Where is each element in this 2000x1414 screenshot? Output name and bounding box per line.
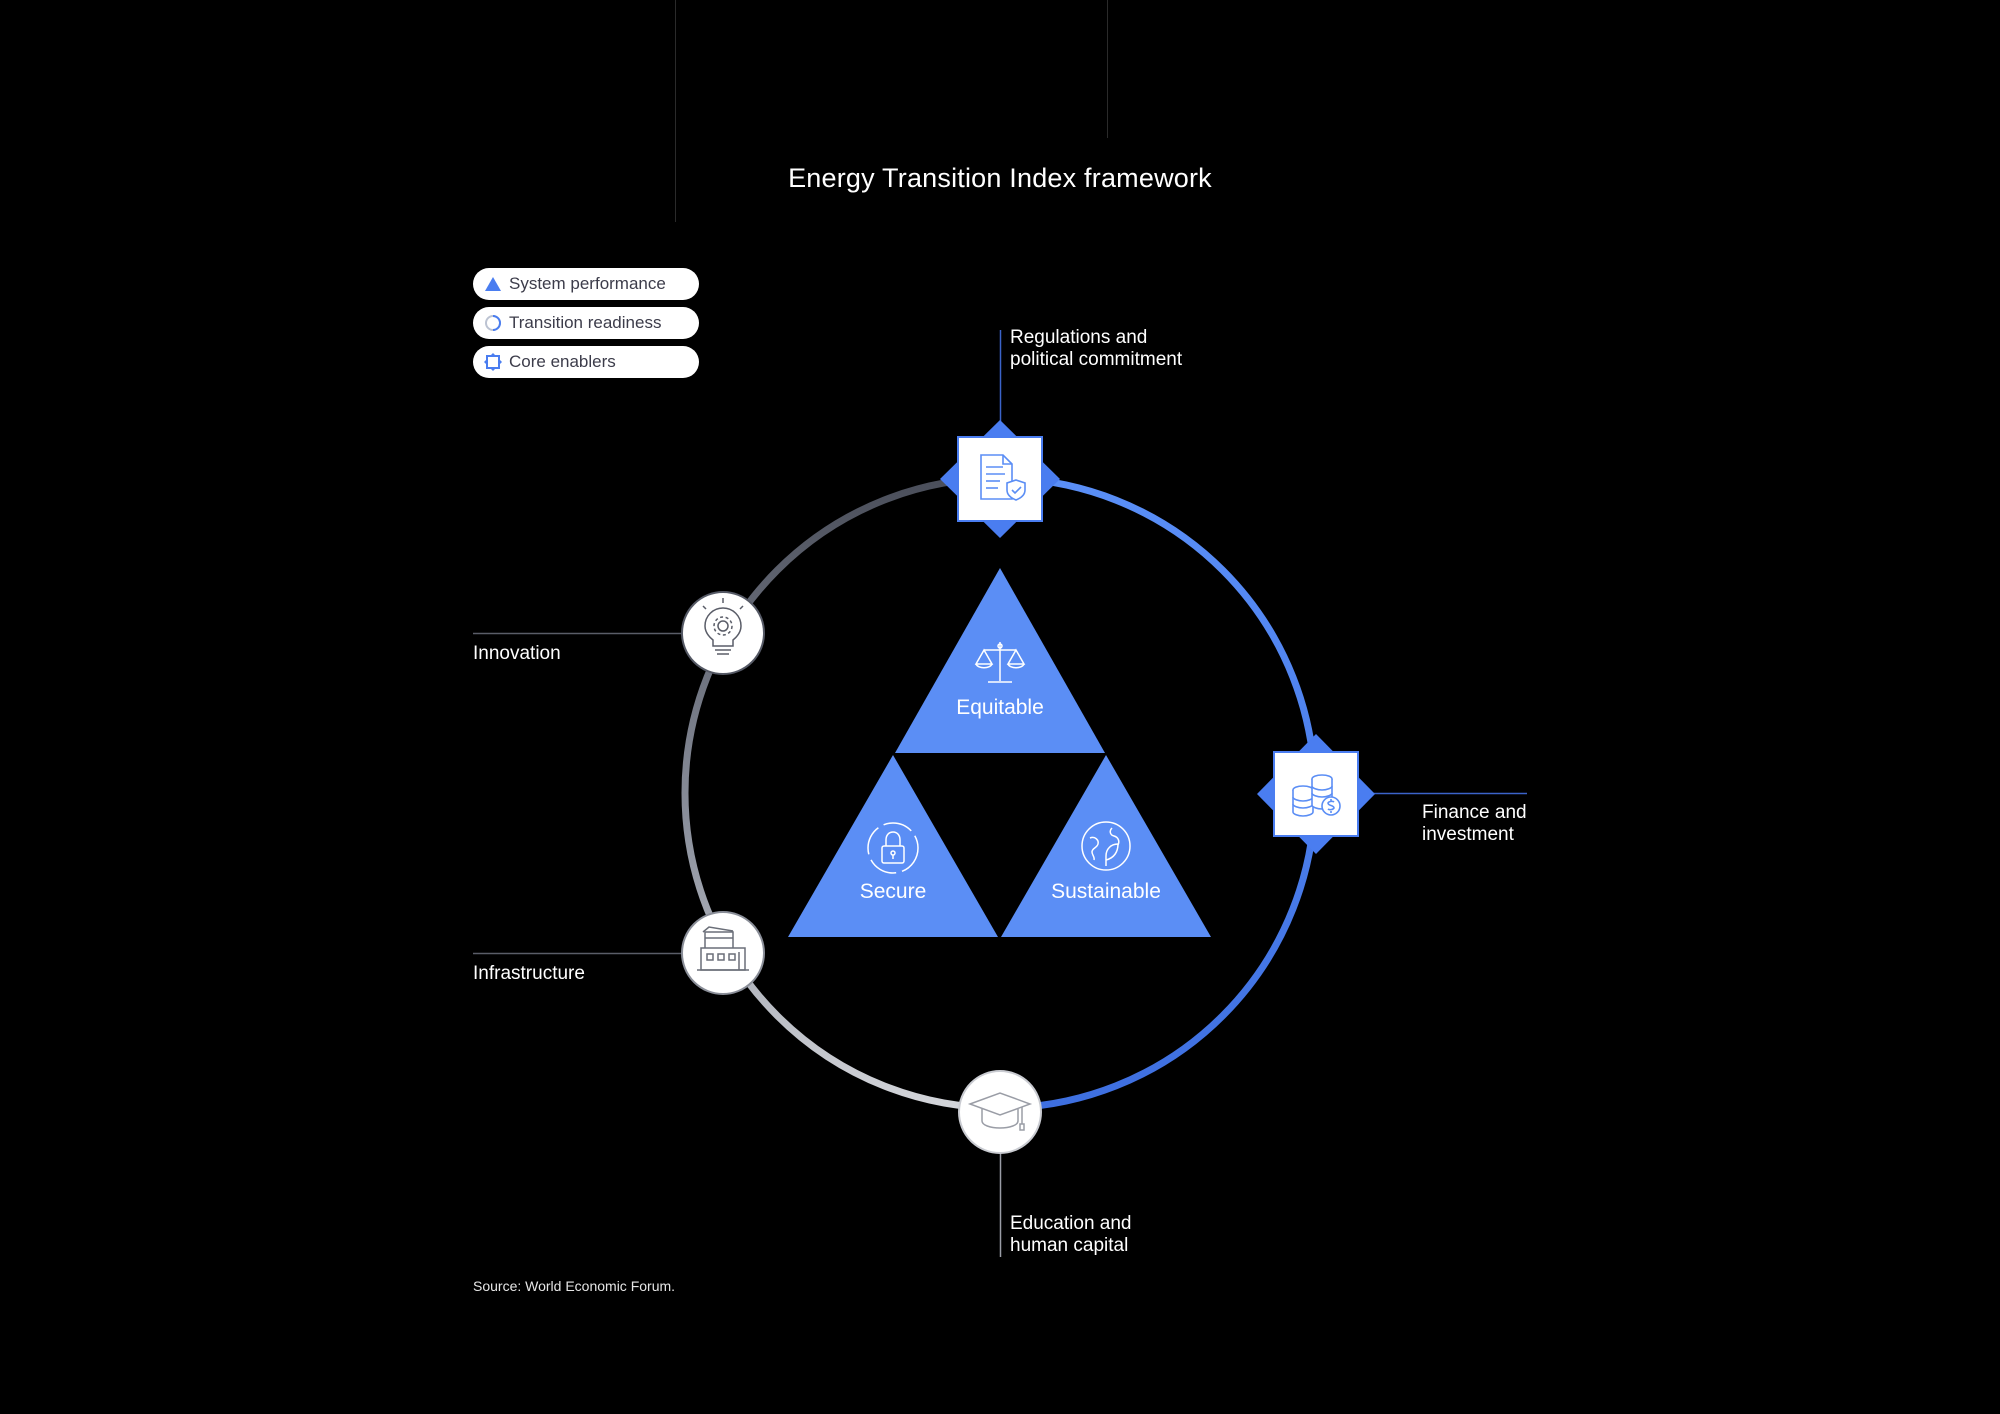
- ring-left-arc: [681, 474, 1001, 1112]
- policy-document-shield-icon: [980, 454, 1026, 501]
- core-enabler-regulations: [940, 420, 1060, 538]
- legend-label: System performance: [509, 274, 666, 293]
- triangle-label: Equitable: [956, 696, 1044, 719]
- source-note: Source: World Economic Forum.: [473, 1278, 676, 1294]
- triangle-label: Sustainable: [1051, 880, 1161, 903]
- triangle-icon: [485, 277, 501, 291]
- legend-item-transition-readiness: Transition readiness: [473, 307, 699, 339]
- legend-item-core-enablers: Core enablers: [473, 346, 699, 378]
- core-enabler-finance: [1257, 734, 1375, 854]
- graduation-cap-icon: [967, 1092, 1033, 1131]
- label-text-line: Regulations and: [1010, 327, 1148, 348]
- triangle-sustainable: Sustainable: [1001, 755, 1211, 937]
- diagram-title: Energy Transition Index framework: [788, 163, 1212, 193]
- coins-stack-icon: [1292, 774, 1341, 817]
- label-text-line: Finance and: [1422, 802, 1527, 823]
- triangle-secure: Secure: [788, 755, 998, 937]
- label-infrastructure: Infrastructure: [473, 963, 585, 984]
- label-text-line: political commitment: [1010, 349, 1183, 370]
- label-text-line: human capital: [1010, 1235, 1129, 1256]
- readiness-node-education: [958, 1070, 1042, 1154]
- readiness-node-innovation: [681, 591, 765, 675]
- lightbulb-gear-icon: [702, 598, 744, 655]
- label-text-line: Education and: [1010, 1213, 1132, 1234]
- readiness-node-infrastructure: [681, 911, 765, 995]
- diamond-square-icon: [484, 353, 502, 371]
- padlock-icon: [867, 822, 919, 874]
- legend-label: Transition readiness: [509, 313, 662, 332]
- triangle-equitable: Equitable: [895, 568, 1105, 753]
- label-innovation: Innovation: [473, 643, 561, 664]
- globe-leaf-icon: [1081, 821, 1131, 871]
- legend-label: Core enablers: [509, 352, 616, 371]
- scales-icon: [974, 642, 1026, 683]
- circle-icon: [485, 315, 501, 331]
- label-text-line: investment: [1422, 824, 1514, 845]
- infrastructure-building-icon: [697, 926, 749, 971]
- legend-item-system-performance: System performance: [473, 268, 699, 300]
- triangle-label: Secure: [860, 880, 927, 903]
